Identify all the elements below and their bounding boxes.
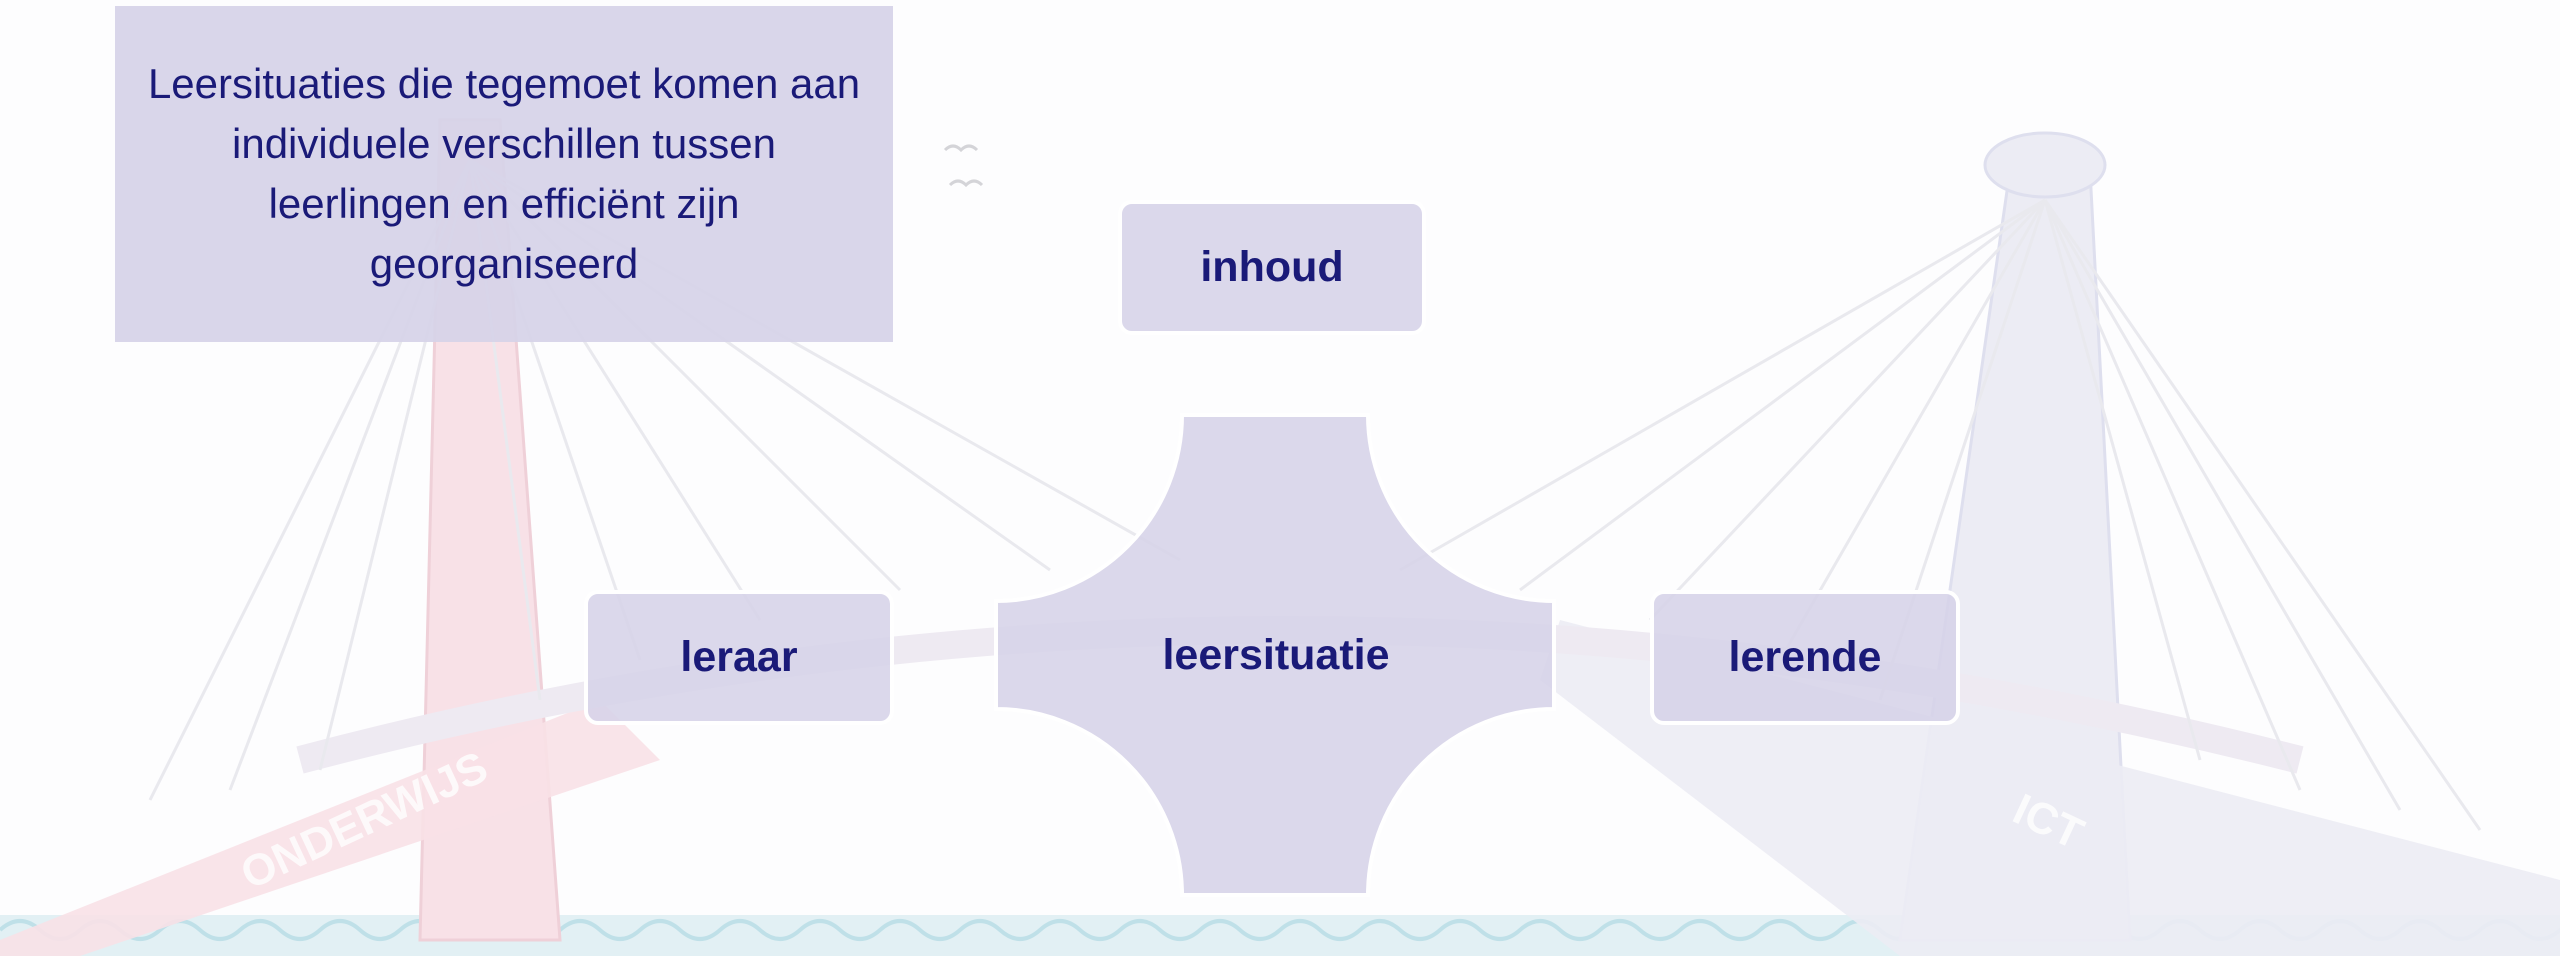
right-pylon-top bbox=[1983, 131, 2107, 199]
node-lerende-label: lerende bbox=[1728, 633, 1882, 681]
right-cables bbox=[1399, 198, 2482, 831]
node-leraar-label: leraar bbox=[680, 633, 798, 681]
center-connector-shape bbox=[994, 413, 1556, 897]
diagram-title: Leersituaties die tegemoet komen aan ind… bbox=[147, 60, 861, 287]
left-pylon-base bbox=[0, 700, 660, 956]
node-leersituatie: leersituatie bbox=[996, 600, 1556, 710]
node-inhoud-label: inhoud bbox=[1200, 243, 1344, 291]
diagram-title-box: Leersituaties die tegemoet komen aan ind… bbox=[115, 6, 893, 342]
birds-icon bbox=[943, 144, 984, 188]
node-leraar: leraar bbox=[584, 590, 894, 725]
node-inhoud: inhoud bbox=[1118, 200, 1426, 335]
node-lerende: lerende bbox=[1650, 590, 1960, 725]
node-leersituatie-label: leersituatie bbox=[1162, 630, 1390, 679]
